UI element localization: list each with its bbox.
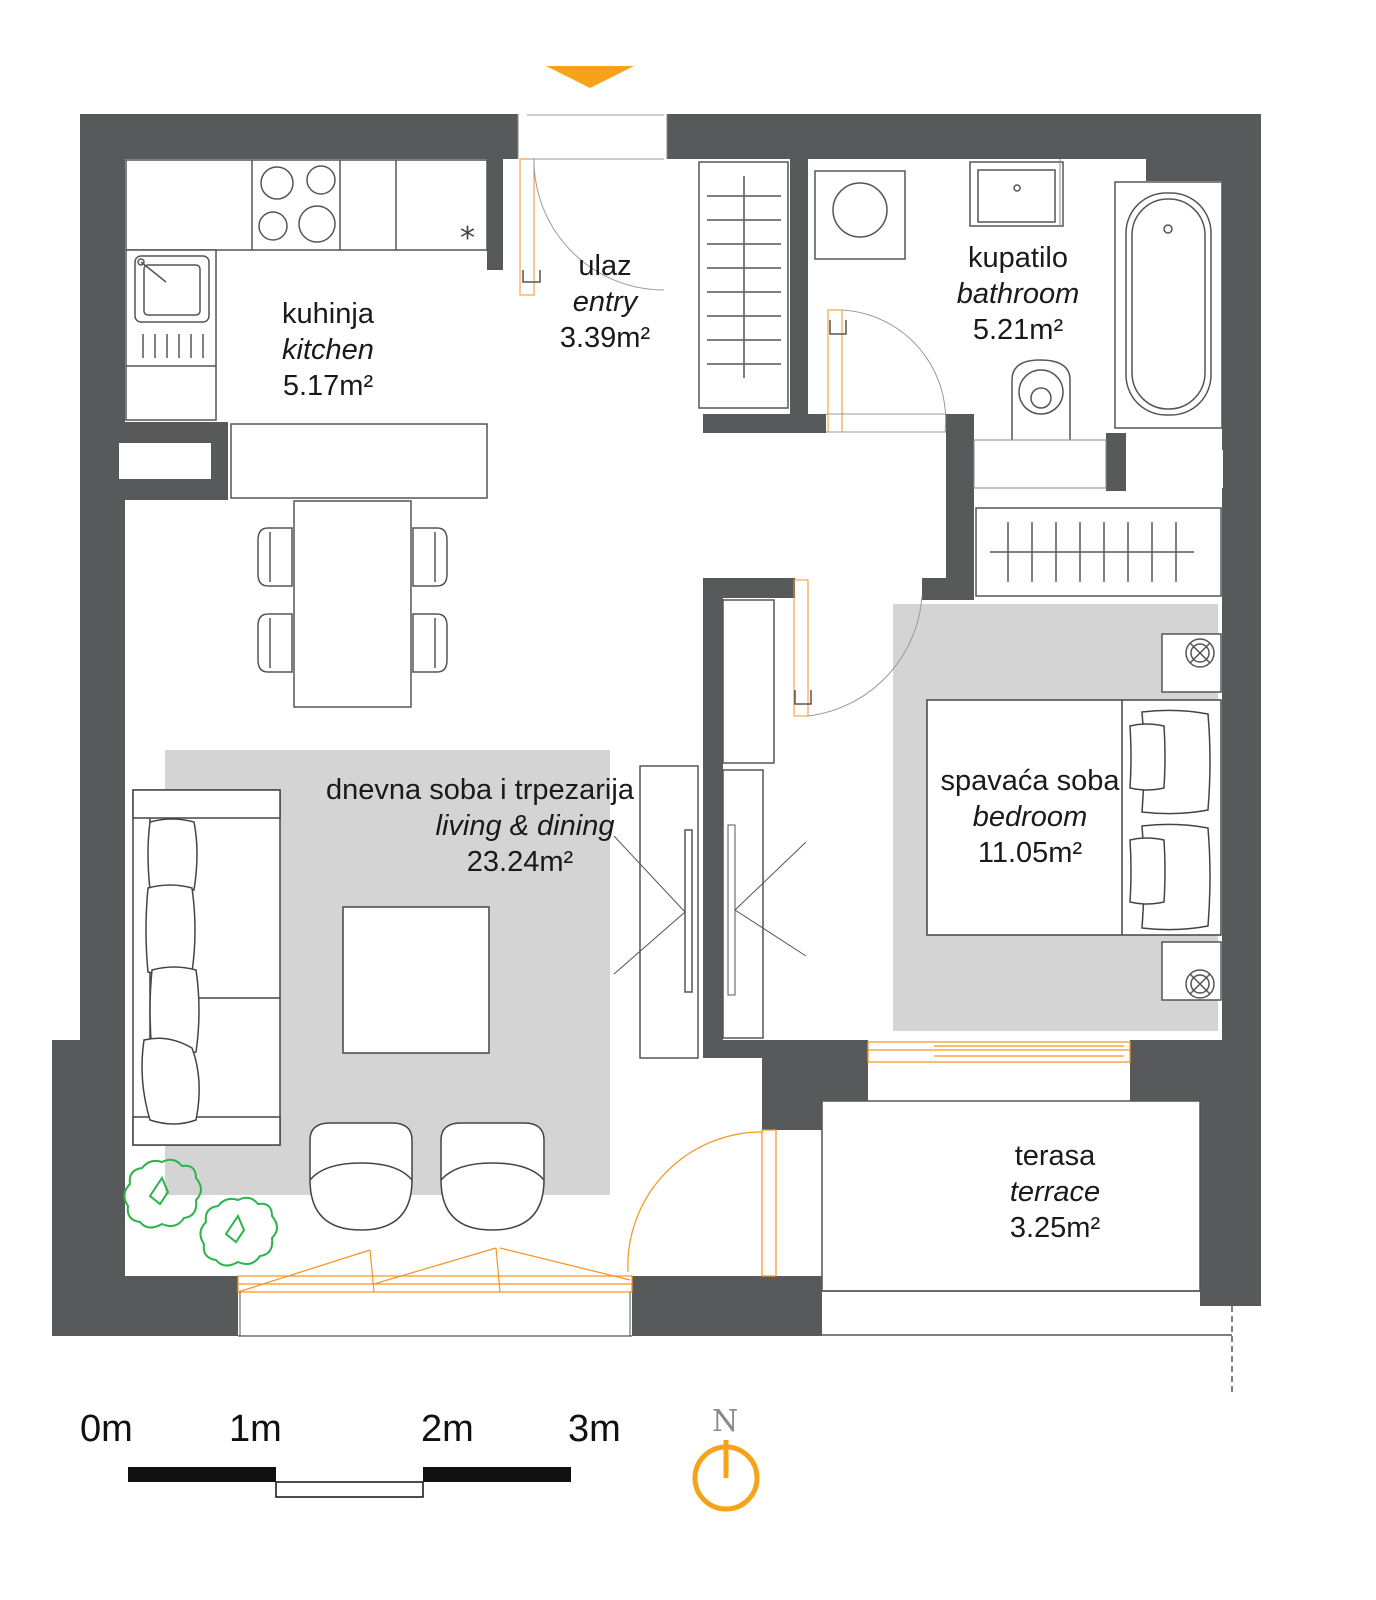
- living-tv-unit: [639, 765, 699, 1059]
- entry-arrow-icon: [546, 66, 634, 88]
- living-tv-icon: [613, 835, 686, 975]
- terrace-name-en: terrace: [1009, 1176, 1101, 1208]
- entry-label: ulaz entry 3.39m²: [545, 248, 665, 356]
- entry-wardrobe: [698, 161, 789, 409]
- kitchen-label: kuhinja kitchen 5.17m²: [248, 296, 408, 404]
- bedroom-name-en: bedroom: [972, 801, 1088, 833]
- terrace-label: terasa terrace 3.25m²: [985, 1138, 1125, 1246]
- living-area: 23.24m²: [466, 846, 574, 878]
- terrace-name-sr: terasa: [1014, 1140, 1096, 1172]
- north-label: N: [712, 1404, 739, 1439]
- entry-name-sr: ulaz: [578, 250, 632, 282]
- entry-name-en: entry: [572, 286, 638, 318]
- bedroom-door: [793, 579, 923, 717]
- bathroom-door: [826, 309, 947, 433]
- nightstand-lamp-icon: [1161, 633, 1222, 1001]
- coffee-table: [342, 906, 490, 1054]
- dining-table: [293, 500, 412, 708]
- scale-label-1: 1m: [229, 1408, 282, 1450]
- sofa: [132, 789, 281, 1146]
- living-name-en: living & dining: [435, 810, 615, 842]
- living-name-sr: dnevna soba i trpezarija: [326, 774, 634, 806]
- bedroom-area: 11.05m²: [977, 837, 1083, 869]
- living-label: dnevna soba i trpezarija living & dining…: [300, 772, 660, 880]
- walls: [52, 114, 1261, 1336]
- entry-door: [517, 114, 668, 296]
- kitchen-island: [230, 423, 488, 499]
- scale-label-2: 2m: [421, 1408, 474, 1450]
- bedroom-name-sr: spavaća soba: [940, 765, 1120, 797]
- bathroom-area: 5.21m²: [972, 314, 1064, 346]
- terrace-area: 3.25m²: [1009, 1212, 1101, 1244]
- washing-machine: [814, 170, 906, 260]
- kitchen-name-en: kitchen: [282, 334, 374, 366]
- scale-label-3: 3m: [568, 1408, 621, 1450]
- terrace-door: [627, 1129, 777, 1277]
- bathroom-sink-icon: [969, 161, 1064, 227]
- terrace-outline: [821, 1100, 1233, 1392]
- bedroom-wardrobe: [975, 507, 1222, 597]
- bathtub-icon: [1114, 181, 1223, 429]
- entry-area: 3.39m²: [559, 322, 651, 354]
- toilet-icon: [1011, 359, 1071, 440]
- bedroom-terrace-window: [867, 1041, 1131, 1063]
- bedroom-label: spavaća soba bedroom 11.05m²: [930, 763, 1130, 871]
- stove-icon: [258, 165, 336, 243]
- sink-icon: [134, 255, 210, 358]
- asterisk-icon: *: [460, 221, 475, 256]
- bed: [926, 699, 1222, 936]
- bedroom-tv-icon: [727, 824, 807, 996]
- north-arrow-icon: [692, 1440, 760, 1512]
- bathroom-label: kupatilo bathroom 5.21m²: [938, 240, 1098, 348]
- armchairs: [309, 1122, 545, 1231]
- bathroom-name-sr: kupatilo: [968, 242, 1068, 274]
- kitchen-counter: [125, 159, 488, 421]
- kitchen-name-sr: kuhinja: [282, 298, 374, 330]
- bathroom-name-en: bathroom: [956, 278, 1080, 310]
- living-window: [237, 1247, 633, 1293]
- kitchen-area: 5.17m²: [282, 370, 374, 402]
- scale-label-0: 0m: [80, 1408, 133, 1450]
- scale-bar: [128, 1467, 571, 1498]
- dining-chairs: [257, 527, 448, 673]
